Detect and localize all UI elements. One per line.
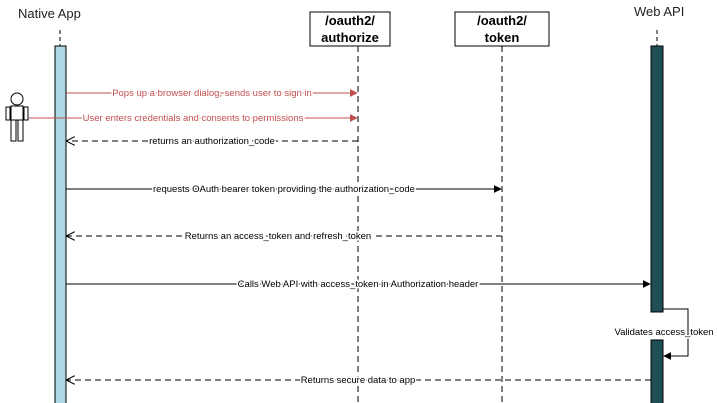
message-label-consent: User enters credentials and consents to … (83, 113, 304, 124)
message-arrow-validate (663, 308, 689, 360)
participant-authorize-box: /oauth2/ authorize (309, 11, 391, 47)
user-actor-icon (5, 92, 29, 142)
authorize-box-line1: /oauth2/ (325, 13, 375, 28)
token-box-line1: /oauth2/ (477, 13, 527, 28)
message-label-secure-data: Returns secure data to app (301, 375, 416, 386)
message-label-auth-code: returns an authorization_code (149, 136, 275, 147)
token-box-line2: token (485, 30, 520, 45)
authorize-box-line2: authorize (321, 30, 379, 45)
web-api-activation-bar-lower (650, 339, 664, 403)
message-label-token-request: requests OAuth bearer token providing th… (153, 184, 415, 195)
message-label-access-token: Returns an access_token and refresh_toke… (185, 231, 371, 242)
message-label-validate: Validates access_token (614, 327, 713, 338)
native-app-activation-bar (54, 45, 67, 403)
participant-web-api: Web API (634, 4, 684, 19)
participant-token-box: /oauth2/ token (454, 11, 550, 47)
web-api-activation-bar (650, 45, 664, 313)
message-label-sign-in: Pops up a browser dialog, sends user to … (112, 88, 312, 99)
participant-native-app: Native App (18, 6, 81, 21)
message-label-call-api: Calls Web API with access_token in Autho… (238, 279, 479, 290)
